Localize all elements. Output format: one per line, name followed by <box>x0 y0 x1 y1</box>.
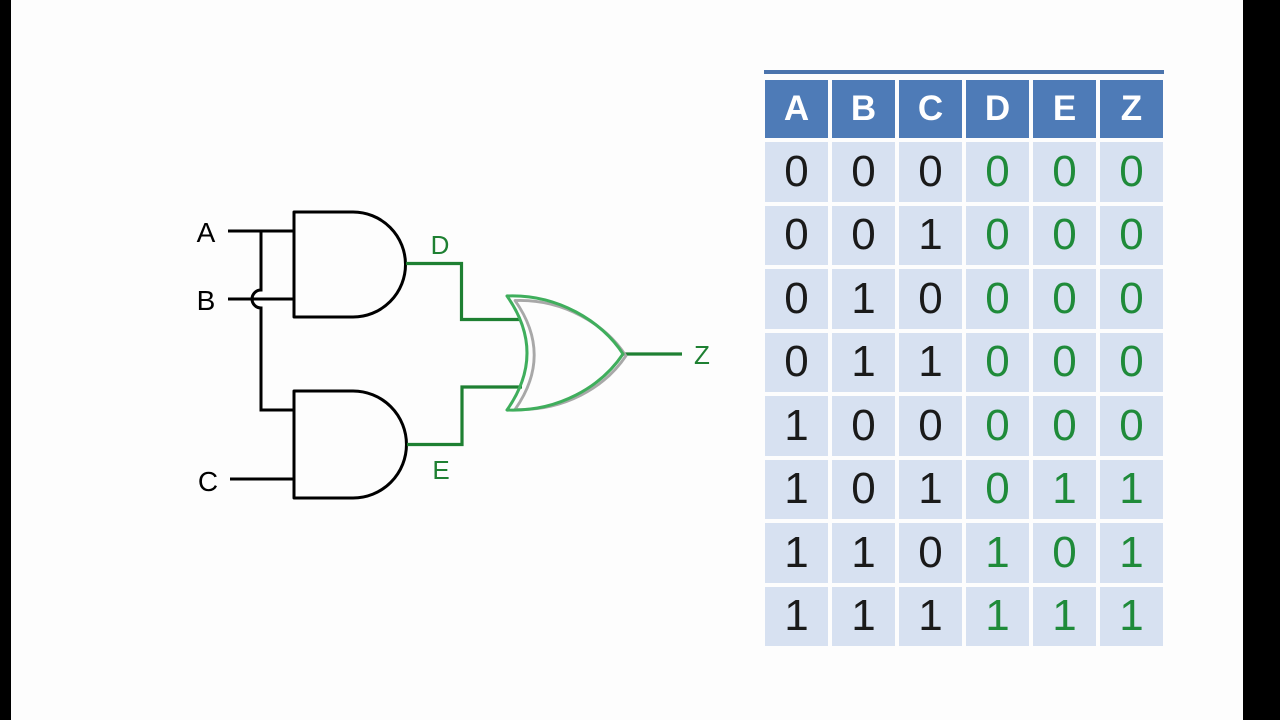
table-cell: 0 <box>832 142 895 202</box>
table-cell: 0 <box>899 269 962 329</box>
table-cell: 1 <box>832 586 895 646</box>
or-gate-shadow <box>513 299 628 411</box>
right-letterbox-bar <box>1243 0 1280 720</box>
and-gate-bottom <box>292 389 408 500</box>
table-cell: 1 <box>765 523 828 583</box>
label-input-c: C <box>198 466 218 497</box>
table-cell: 0 <box>899 523 962 583</box>
table-header-cell: C <box>899 80 962 138</box>
table-cell: 1 <box>899 205 962 265</box>
label-net-z: Z <box>694 340 710 370</box>
table-cell: 0 <box>765 142 828 202</box>
table-header-cell: A <box>765 80 828 138</box>
table-cell: 1 <box>1033 459 1096 519</box>
table-cell: 0 <box>1033 523 1096 583</box>
table-header-cell: B <box>832 80 895 138</box>
table-cell: 0 <box>1100 396 1163 456</box>
table-cell: 0 <box>1033 396 1096 456</box>
table-cell: 1 <box>1033 586 1096 646</box>
table-cell: 0 <box>899 142 962 202</box>
table-cell: 0 <box>966 142 1029 202</box>
label-input-b: B <box>197 285 216 316</box>
table-cell: 1 <box>832 269 895 329</box>
table-cell: 1 <box>1100 459 1163 519</box>
left-letterbox-bar <box>0 0 11 720</box>
label-net-d: D <box>431 230 450 260</box>
table-cell: 0 <box>899 396 962 456</box>
table-cell: 1 <box>765 586 828 646</box>
table-header-cell: Z <box>1100 80 1163 138</box>
table-cell: 1 <box>899 459 962 519</box>
table-cell: 1 <box>1100 523 1163 583</box>
wire-net-e <box>407 385 522 447</box>
table-cell: 1 <box>832 523 895 583</box>
wire-branch-a <box>250 231 294 412</box>
table-cell: 0 <box>966 205 1029 265</box>
table-cell: 0 <box>832 459 895 519</box>
truth-table-top-border <box>764 70 1164 74</box>
table-cell: 1 <box>1100 586 1163 646</box>
table-cell: 0 <box>1033 332 1096 392</box>
table-cell: 0 <box>765 205 828 265</box>
label-input-a: A <box>197 217 216 248</box>
table-cell: 1 <box>765 459 828 519</box>
table-cell: 1 <box>966 586 1029 646</box>
table-cell: 0 <box>1100 142 1163 202</box>
and-gate-top <box>292 210 407 319</box>
table-cell: 0 <box>1033 142 1096 202</box>
table-cell: 1 <box>966 523 1029 583</box>
table-cell: 1 <box>832 332 895 392</box>
or-gate <box>505 294 625 412</box>
label-net-e: E <box>432 455 449 485</box>
table-cell: 0 <box>966 269 1029 329</box>
wire-net-d <box>406 261 520 322</box>
table-cell: 0 <box>1100 269 1163 329</box>
table-cell: 1 <box>899 332 962 392</box>
table-cell: 0 <box>832 396 895 456</box>
table-cell: 0 <box>1100 332 1163 392</box>
table-cell: 0 <box>832 205 895 265</box>
table-cell: 0 <box>765 269 828 329</box>
table-header-cell: D <box>966 80 1029 138</box>
table-cell: 1 <box>765 396 828 456</box>
table-cell: 0 <box>1100 205 1163 265</box>
table-cell: 1 <box>899 586 962 646</box>
table-cell: 0 <box>966 459 1029 519</box>
table-cell: 0 <box>966 332 1029 392</box>
table-cell: 0 <box>966 396 1029 456</box>
table-cell: 0 <box>1033 205 1096 265</box>
table-header-cell: E <box>1033 80 1096 138</box>
table-cell: 0 <box>765 332 828 392</box>
table-cell: 0 <box>1033 269 1096 329</box>
